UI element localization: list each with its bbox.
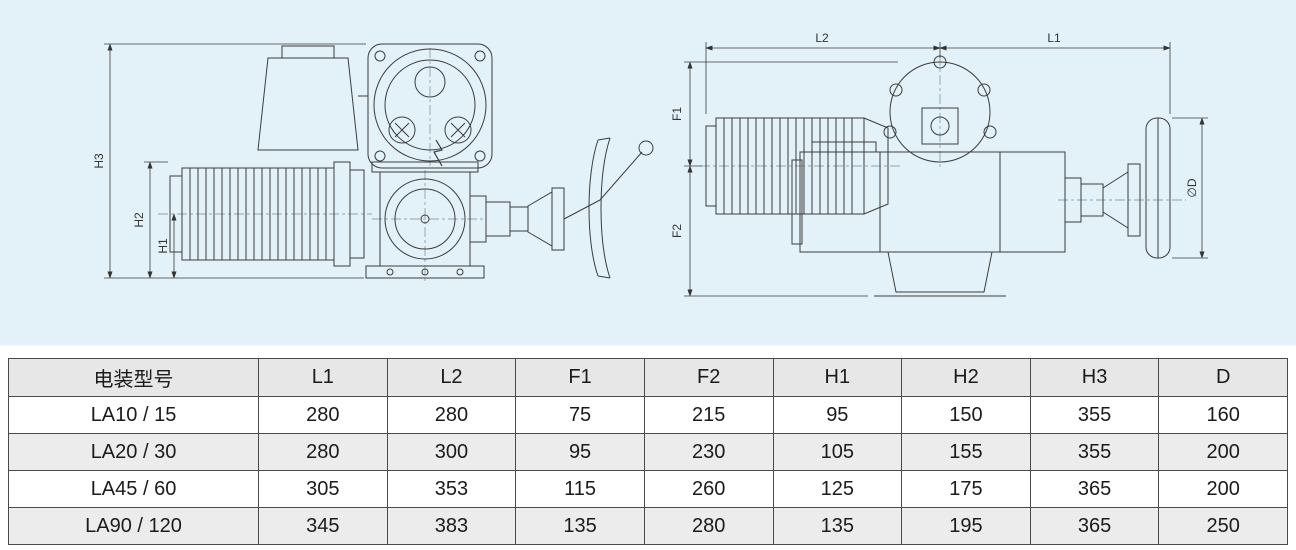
motor-fins <box>189 168 327 260</box>
handwheel-assembly-right <box>1064 117 1171 259</box>
value-cell: 280 <box>258 396 388 434</box>
col-header-model: 电装型号 <box>8 358 259 397</box>
value-cell: 300 <box>386 433 517 471</box>
value-cell: 260 <box>643 470 774 508</box>
value-cell: 200 <box>1158 433 1288 471</box>
value-cell: 95 <box>772 396 903 434</box>
col-header-f1: F1 <box>515 358 645 397</box>
table-row: LA10 / 15 280 280 75 215 95 150 355 160 <box>8 396 1288 434</box>
model-cell: LA45 / 60 <box>8 470 259 508</box>
value-cell: 355 <box>1029 433 1160 471</box>
value-cell: 105 <box>772 433 903 471</box>
value-cell: 195 <box>901 507 1031 545</box>
value-cell: 135 <box>515 507 645 545</box>
value-cell: 250 <box>1158 507 1288 545</box>
dim-label-f2: F2 <box>670 224 684 238</box>
right-view-drawing: L2 L1 F1 F2 ∅D <box>670 31 1208 297</box>
value-cell: 365 <box>1029 507 1160 545</box>
table-header-row: 电装型号 L1 L2 F1 F2 H1 H2 H3 D <box>8 358 1288 397</box>
dim-label-l2: L2 <box>815 31 829 45</box>
dim-label-f1: F1 <box>670 107 684 121</box>
dim-label-h3: H3 <box>92 153 106 169</box>
value-cell: 230 <box>643 433 774 471</box>
col-header-d: D <box>1158 358 1288 397</box>
handwheel-assembly-left <box>469 137 654 279</box>
left-view-drawing: H3 H2 H1 <box>92 43 654 282</box>
value-cell: 355 <box>1029 396 1160 434</box>
dim-label-h2: H2 <box>132 212 146 228</box>
table-row: LA45 / 60 305 353 115 260 125 175 365 20… <box>8 470 1288 508</box>
value-cell: 115 <box>515 470 645 508</box>
table-row: LA20 / 30 280 300 95 230 105 155 355 200 <box>8 433 1288 471</box>
handwheel-rim <box>588 139 599 277</box>
dimension-table: 电装型号 L1 L2 F1 F2 H1 H2 H3 D LA10 / 15 28… <box>8 358 1288 545</box>
upper-gear-housing <box>367 43 493 169</box>
table-row: LA90 / 120 345 383 135 280 135 195 365 2… <box>8 507 1288 545</box>
value-cell: 280 <box>643 507 774 545</box>
technical-drawing-panel: H3 H2 H1 <box>0 0 1296 345</box>
value-cell: 365 <box>1029 470 1160 508</box>
value-cell: 135 <box>772 507 903 545</box>
motor-right-view <box>705 117 889 215</box>
terminal-box <box>257 45 368 151</box>
value-cell: 125 <box>772 470 903 508</box>
dim-label-h1: H1 <box>156 238 170 254</box>
col-header-h2: H2 <box>901 358 1031 397</box>
actuator-body <box>791 141 1066 297</box>
value-cell: 175 <box>901 470 1031 508</box>
value-cell: 383 <box>386 507 517 545</box>
base-foot <box>887 251 993 293</box>
col-header-l1: L1 <box>258 358 388 397</box>
lower-gearbox <box>365 161 485 279</box>
dimension-table-area: 电装型号 L1 L2 F1 F2 H1 H2 H3 D LA10 / 15 28… <box>0 345 1296 545</box>
value-cell: 75 <box>515 396 645 434</box>
value-cell: 155 <box>901 433 1031 471</box>
dim-label-l1: L1 <box>1047 31 1061 45</box>
col-header-f2: F2 <box>643 358 774 397</box>
dim-label-d: ∅D <box>1185 178 1199 197</box>
model-cell: LA10 / 15 <box>8 396 259 434</box>
centerlines-right <box>700 56 1186 201</box>
value-cell: 353 <box>386 470 517 508</box>
right-view-dimensions <box>684 42 1208 297</box>
motor-fins-right <box>723 118 853 214</box>
crank-knob <box>638 140 654 156</box>
value-cell: 95 <box>515 433 645 471</box>
left-view-dimensions <box>104 43 366 279</box>
col-header-h1: H1 <box>772 358 903 397</box>
col-header-l2: L2 <box>386 358 517 397</box>
model-cell: LA20 / 30 <box>8 433 259 471</box>
top-wheel-housing <box>883 55 997 163</box>
value-cell: 160 <box>1158 396 1288 434</box>
value-cell: 200 <box>1158 470 1288 508</box>
col-header-h3: H3 <box>1029 358 1160 397</box>
value-cell: 215 <box>643 396 774 434</box>
value-cell: 150 <box>901 396 1031 434</box>
dimension-drawing: H3 H2 H1 <box>92 31 1208 297</box>
value-cell: 280 <box>386 396 517 434</box>
model-cell: LA90 / 120 <box>8 507 259 545</box>
value-cell: 305 <box>258 470 388 508</box>
value-cell: 280 <box>258 433 388 471</box>
value-cell: 345 <box>258 507 388 545</box>
